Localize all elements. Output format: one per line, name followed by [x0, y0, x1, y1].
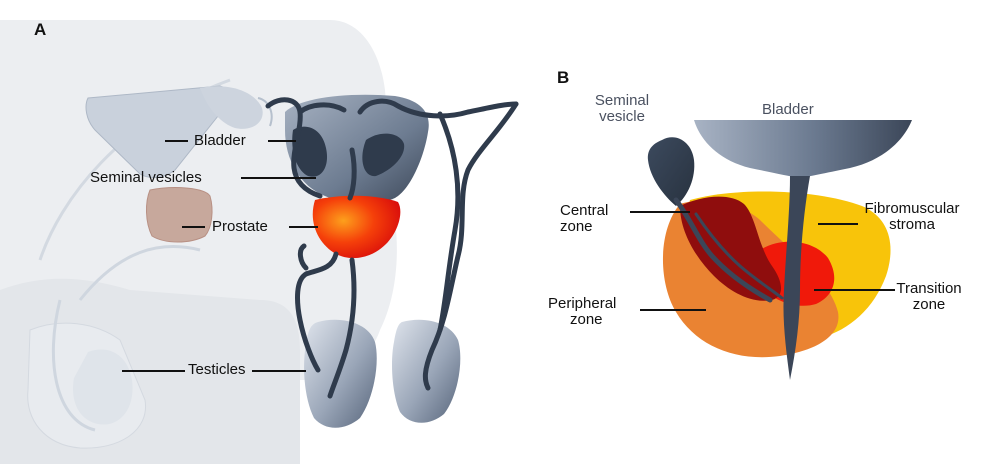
label-peripheral-line2: zone [548, 312, 616, 328]
label-central-zone-line2: zone [560, 219, 608, 235]
label-seminal-vesicle-b-line2: vesicle [582, 109, 662, 125]
label-central-zone-line1: Central [560, 203, 608, 219]
label-transition-line2: zone [884, 297, 974, 313]
label-central-zone: Central zone [560, 203, 608, 235]
label-transition-zone: Transition zone [884, 281, 974, 313]
label-prostate-a: Prostate [212, 219, 268, 235]
label-fibromuscular-stroma: Fibromuscular stroma [852, 201, 972, 233]
far-prostate [146, 188, 212, 242]
label-seminal-vesicles-a: Seminal vesicles [90, 170, 202, 186]
label-transition-line1: Transition [884, 281, 974, 297]
label-fibromuscular-line2: stroma [852, 217, 972, 233]
bladder-b [694, 120, 912, 178]
label-peripheral-zone: Peripheral zone [548, 296, 616, 328]
panel-letter-a: A [34, 20, 46, 40]
label-bladder-b: Bladder [762, 102, 814, 118]
label-peripheral-line1: Peripheral [548, 296, 616, 312]
label-testicles-a: Testicles [188, 362, 246, 378]
label-seminal-vesicle-b-line1: Seminal [582, 93, 662, 109]
label-bladder-a: Bladder [194, 133, 246, 149]
label-fibromuscular-line1: Fibromuscular [852, 201, 972, 217]
panel-letter-b: B [557, 68, 569, 88]
label-seminal-vesicle-b: Seminal vesicle [582, 93, 662, 125]
